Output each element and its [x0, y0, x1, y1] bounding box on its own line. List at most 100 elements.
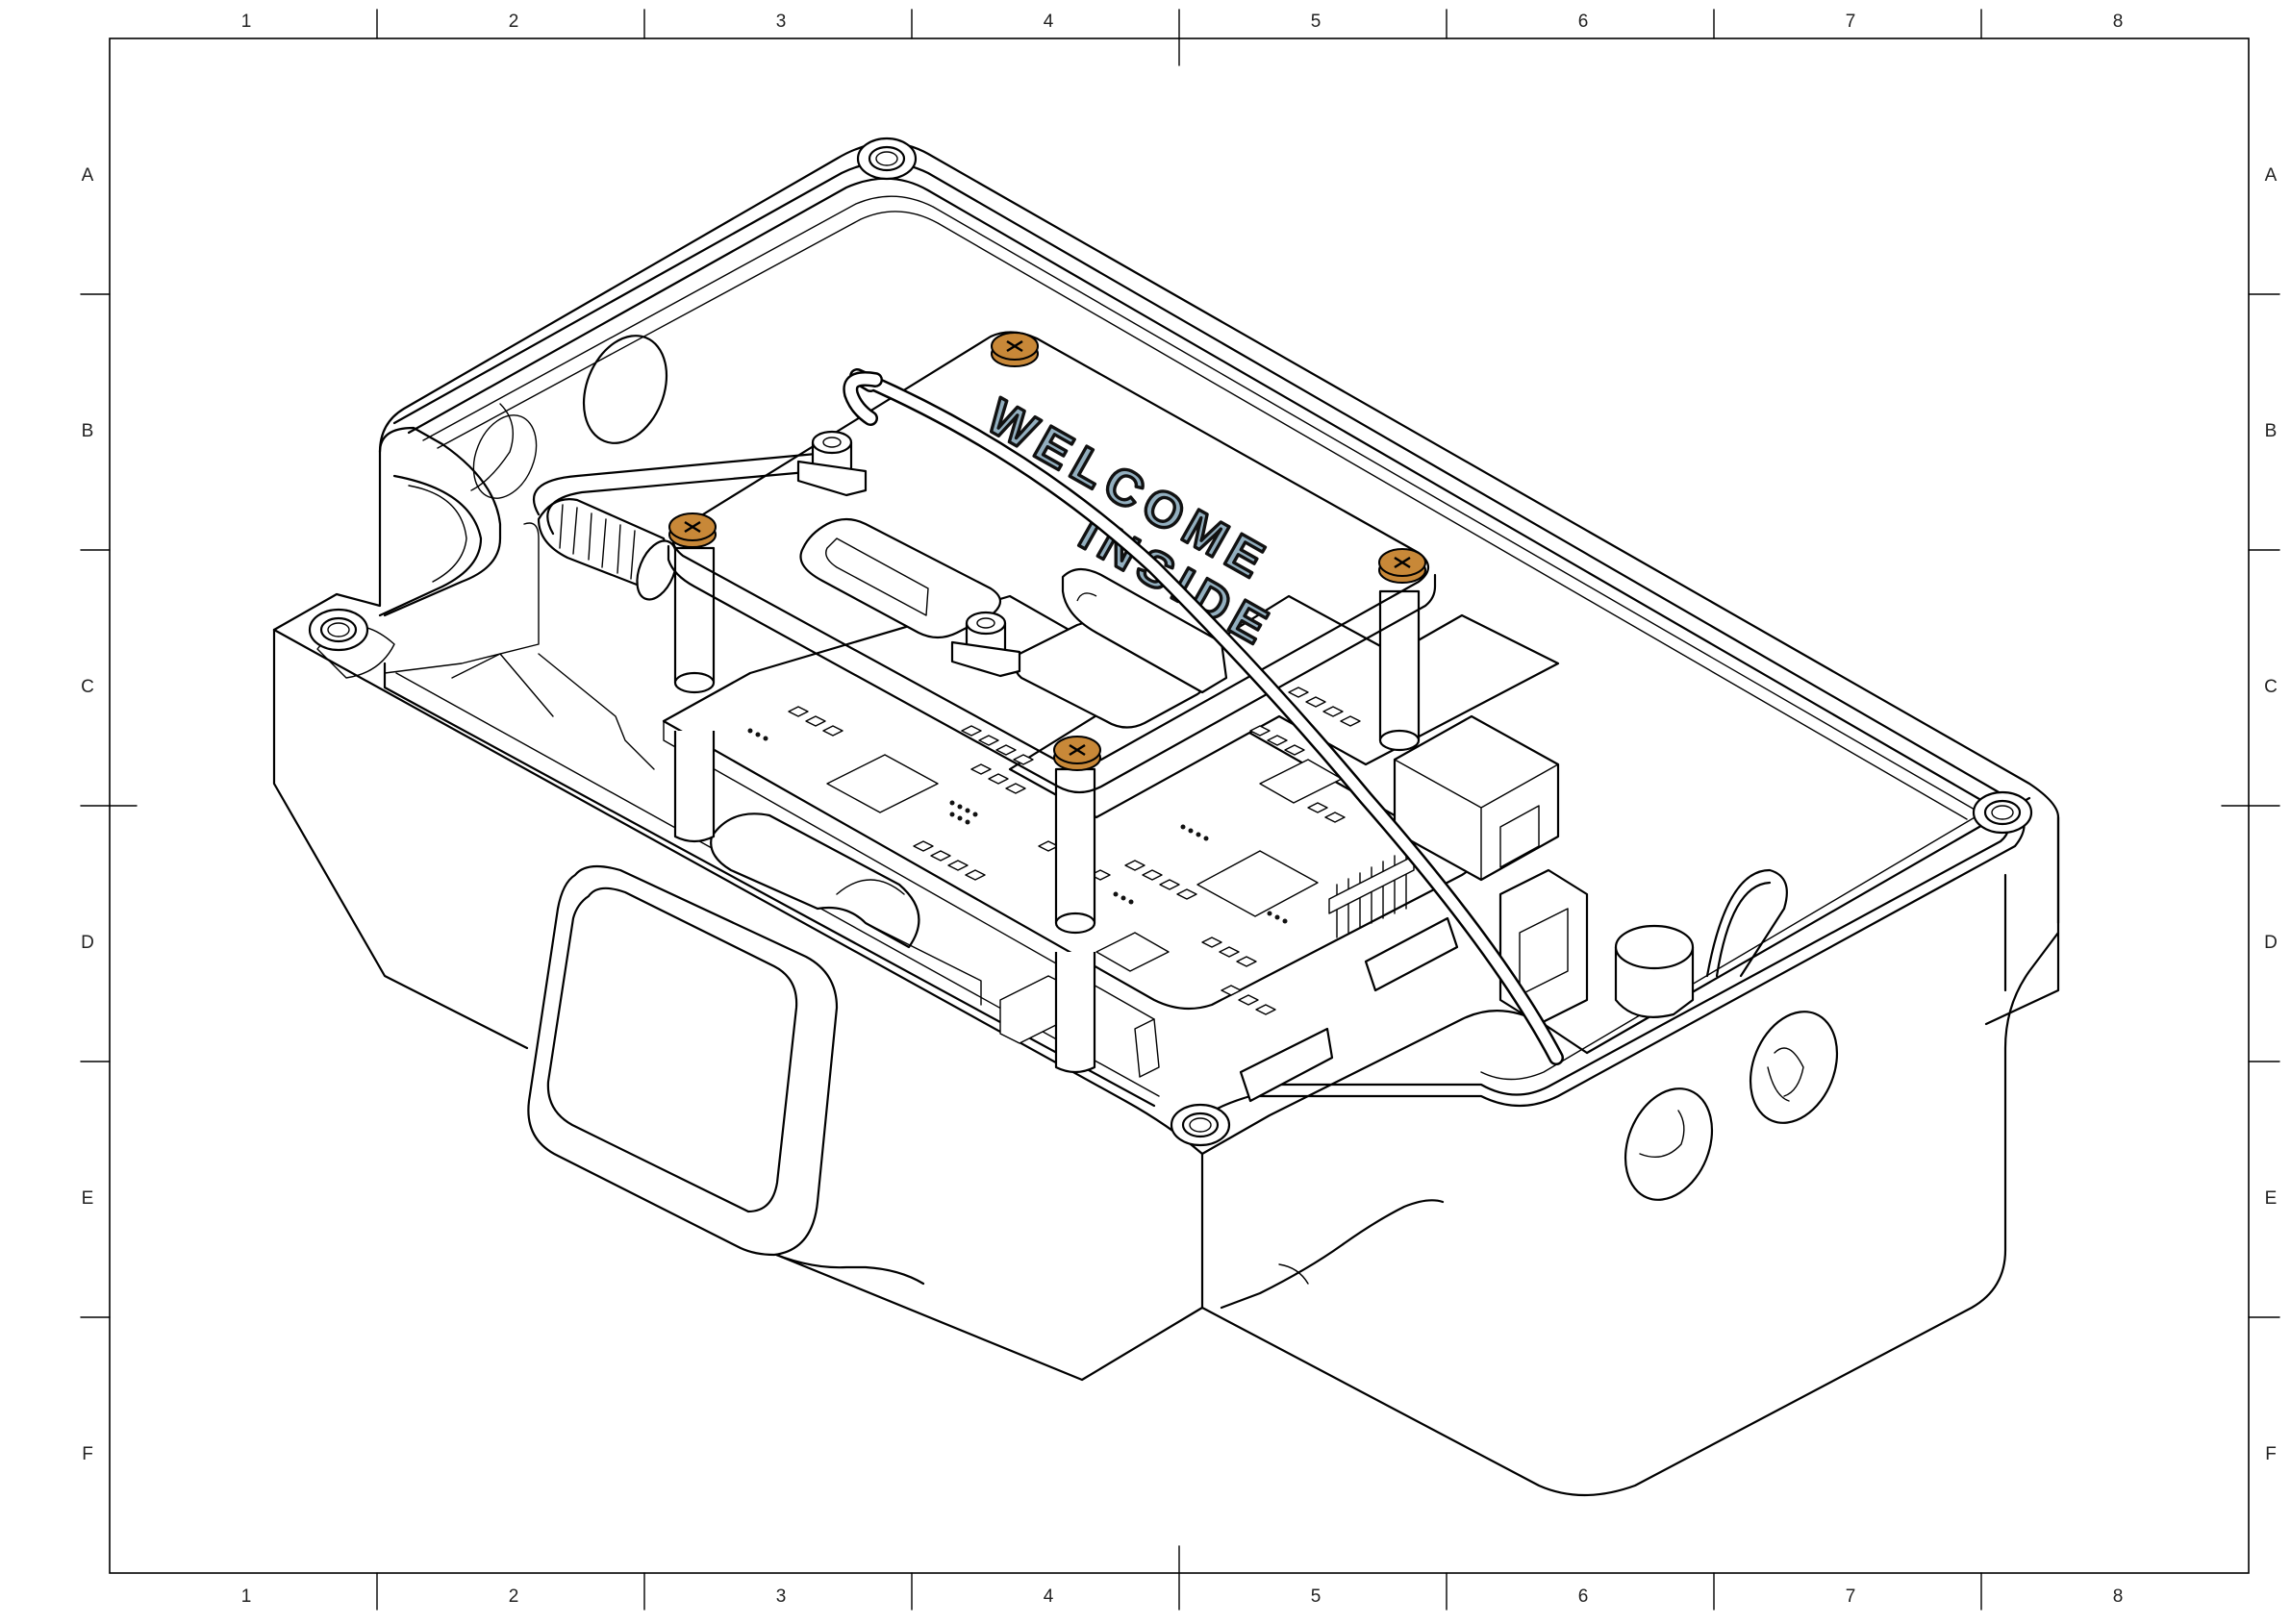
- via-dot: [949, 800, 955, 806]
- smd-component: [1288, 687, 1309, 698]
- smd-component: [1176, 888, 1197, 900]
- zone-row-c-left: C: [81, 677, 94, 697]
- smd-components: [747, 667, 1361, 1015]
- ethernet-jack: [1393, 714, 1560, 882]
- smd-component: [1238, 994, 1259, 1006]
- smd-component: [1142, 869, 1163, 881]
- via-dot: [1267, 911, 1272, 916]
- smd-component: [1221, 985, 1242, 996]
- zone-row-a-right: A: [2265, 165, 2278, 186]
- zone-col-1-bottom: 1: [241, 1587, 252, 1607]
- via-dot: [972, 812, 978, 817]
- zone-col-4-bottom: 4: [1044, 1587, 1054, 1607]
- smd-component: [961, 725, 982, 737]
- smd-component: [913, 840, 934, 852]
- zone-row-c-right: C: [2264, 677, 2278, 697]
- zone-row-d-right: D: [2264, 933, 2278, 953]
- front-led-window: [527, 864, 839, 1257]
- zone-row-e-right: E: [2265, 1188, 2278, 1209]
- via-dot: [949, 812, 955, 817]
- zone-col-8-top: 8: [2113, 12, 2124, 32]
- smd-component: [822, 725, 843, 737]
- row-labels-right: A B C D E F: [2264, 165, 2278, 1464]
- via-dot: [957, 815, 963, 821]
- smd-component: [805, 715, 826, 727]
- zone-row-f-right: F: [2265, 1444, 2277, 1464]
- zone-row-f-left: F: [82, 1444, 93, 1464]
- smd-component: [1159, 879, 1180, 890]
- smd-component: [1013, 754, 1034, 765]
- screw-bottom: [1053, 736, 1101, 771]
- zone-col-7-bottom: 7: [1846, 1587, 1856, 1607]
- plate-post-mid: [950, 611, 1021, 678]
- via-dot: [747, 728, 753, 734]
- ribbon-cable: [710, 812, 920, 949]
- zone-col-5-top: 5: [1311, 12, 1322, 32]
- row-labels-left: A B C D E F: [81, 165, 94, 1464]
- via-dot: [1274, 914, 1280, 920]
- via-dot: [1196, 832, 1201, 837]
- drawing-frame: [80, 9, 2280, 1611]
- via-dot: [1282, 918, 1288, 924]
- smd-component: [930, 850, 951, 862]
- plate-post-top: [796, 430, 868, 497]
- rim-screw-boss-bottom: [1170, 1103, 1231, 1147]
- side-port-hole-1: [1624, 1087, 1714, 1201]
- smd-component: [1324, 812, 1346, 823]
- smd-component: [1219, 946, 1240, 958]
- column-labels-top: 1 2 3 4 5 6 7 8: [241, 12, 2124, 32]
- smd-component: [1305, 696, 1326, 708]
- zone-row-e-left: E: [82, 1188, 94, 1209]
- zone-col-3-top: 3: [776, 12, 787, 32]
- smd-component: [1340, 715, 1361, 727]
- smd-component: [1322, 706, 1344, 717]
- via-dot: [1128, 899, 1134, 905]
- smd-component: [947, 860, 969, 871]
- white-cable: [843, 368, 1564, 1065]
- antenna-connector: [537, 498, 678, 601]
- via-dot: [1120, 895, 1126, 901]
- zone-col-2-top: 2: [509, 12, 519, 32]
- zone-col-1-top: 1: [241, 12, 252, 32]
- via-dot: [755, 732, 761, 737]
- rim-screw-boss-top: [856, 137, 918, 181]
- screw-right: [1378, 548, 1426, 584]
- zone-row-a-left: A: [82, 165, 94, 186]
- smd-component: [1124, 860, 1146, 871]
- plate-slot: [799, 517, 1002, 639]
- standoff-left: [673, 546, 716, 694]
- zone-row-b-left: B: [82, 421, 94, 441]
- smd-component: [1249, 725, 1271, 737]
- via-dot: [763, 736, 768, 741]
- column-labels-bottom: 1 2 3 4 5 6 7 8: [241, 1587, 2124, 1607]
- via-dot: [957, 804, 963, 810]
- smd-component: [788, 706, 809, 717]
- smd-component: [1201, 937, 1222, 948]
- via-dot: [965, 819, 970, 825]
- smd-component: [1284, 744, 1305, 756]
- zone-col-4-top: 4: [1044, 12, 1054, 32]
- pin-header: [1328, 849, 1415, 938]
- smd-component: [965, 869, 986, 881]
- secondary-chip: [826, 754, 939, 813]
- smd-component: [1267, 735, 1288, 746]
- standoff-right: [1378, 589, 1421, 752]
- side-port-hole-2: [1749, 1011, 1839, 1124]
- capacitor: [1614, 924, 1695, 1018]
- zone-col-3-bottom: 3: [776, 1587, 787, 1607]
- zone-row-b-right: B: [2265, 421, 2278, 441]
- standoff-bottom: [1054, 767, 1096, 935]
- via-dot: [1188, 828, 1194, 834]
- smd-component: [988, 773, 1009, 785]
- main-chip: [1196, 850, 1319, 917]
- plate-edge: [667, 544, 1437, 794]
- smd-component: [1255, 1004, 1276, 1015]
- plate-screws: [668, 332, 1426, 771]
- screw-left: [668, 512, 717, 548]
- enclosure-body: [272, 137, 2060, 1497]
- plate-standoffs: [673, 546, 1421, 1074]
- rim-screw-boss-left: [308, 608, 369, 652]
- smd-component: [1236, 956, 1257, 967]
- smd-component: [978, 735, 999, 746]
